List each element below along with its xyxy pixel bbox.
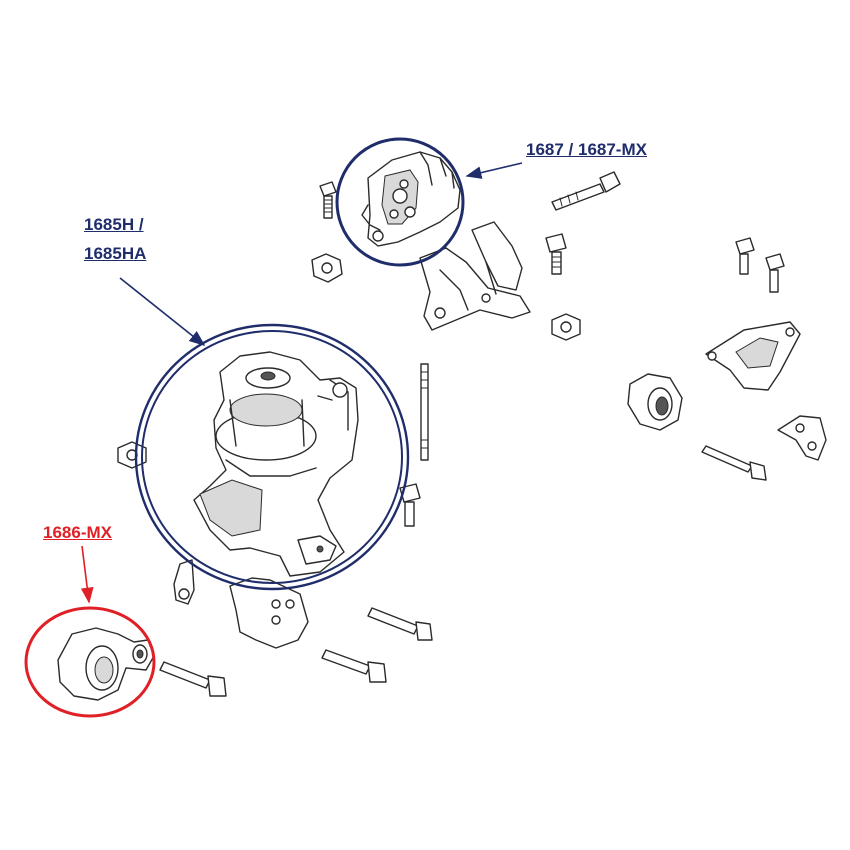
label-main-mount-line2: 1685HA <box>84 244 147 263</box>
bolt-right-2 <box>765 253 785 293</box>
bolt-upper-left <box>319 181 337 219</box>
small-link-left <box>173 559 195 605</box>
callout-circle-upper <box>335 137 465 267</box>
stud-vertical <box>420 363 429 461</box>
long-bolt-right <box>701 445 767 481</box>
callout-circle-main <box>134 323 410 591</box>
callout-circle-rear <box>24 606 156 718</box>
long-bolt-upper <box>551 171 621 211</box>
bolt-lower-1 <box>367 607 433 641</box>
nut-upper-left <box>311 253 343 283</box>
main-engine-mount <box>193 351 359 577</box>
label-rear-mount: 1686-MX <box>43 523 112 542</box>
bolt-upper-mid <box>545 233 567 275</box>
upper-engine-mount <box>361 151 461 247</box>
small-right-bracket <box>777 415 827 461</box>
nut-main-left <box>117 441 147 469</box>
nut-upper-mid <box>551 313 581 341</box>
leader-line-rear <box>80 545 94 604</box>
leader-line-upper <box>465 162 523 179</box>
leader-line-main <box>119 277 206 346</box>
bolt-lower-3 <box>159 661 227 697</box>
upper-mount-bracket <box>419 221 531 331</box>
lower-mount-bracket <box>229 577 309 649</box>
label-upper-mount: 1687 / 1687-MX <box>526 140 647 159</box>
label-main-mount-line1: 1685H / <box>84 215 144 234</box>
right-bushing <box>627 373 683 431</box>
rear-torque-mount <box>57 627 155 701</box>
bolt-lower-2 <box>321 649 387 683</box>
bolt-right-1 <box>735 237 755 275</box>
right-side-bracket <box>705 321 801 391</box>
